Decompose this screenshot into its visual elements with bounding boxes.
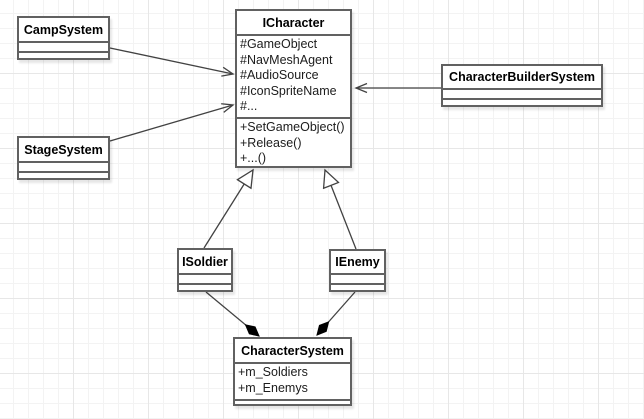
methods-compartment — [19, 51, 108, 58]
method: +Release() — [240, 135, 302, 150]
class-title: CampSystem — [23, 22, 104, 37]
attribute: #AudioSource — [240, 68, 319, 83]
class-isoldier[interactable]: ISoldier — [177, 248, 233, 292]
methods-compartment: +SetGameObject() +Release() +...() — [237, 117, 350, 166]
method: +...() — [240, 151, 267, 166]
attributes-compartment — [179, 273, 231, 283]
attributes-compartment: +m_Soldiers +m_Enemys — [235, 362, 350, 399]
edge-stagesystem-icharacter[interactable] — [109, 103, 235, 142]
methods-compartment — [19, 171, 108, 178]
methods-compartment — [235, 399, 350, 404]
attribute: #... — [240, 99, 258, 114]
methods-compartment — [179, 283, 231, 290]
edge-ienemy-composition-charactersystem[interactable] — [317, 291, 356, 335]
edge-campsystem-icharacter[interactable] — [109, 47, 235, 77]
class-characterbuildersystem[interactable]: CharacterBuilderSystem — [441, 64, 603, 107]
class-stagesystem[interactable]: StageSystem — [17, 136, 110, 180]
class-title: CharacterSystem — [241, 343, 344, 358]
method: +SetGameObject() — [240, 120, 345, 134]
class-campsystem[interactable]: CampSystem — [17, 16, 110, 60]
class-title: CharacterBuilderSystem — [449, 70, 595, 84]
edge-isoldier-composition-charactersystem[interactable] — [205, 291, 259, 336]
edge-ienemy-generalizes-icharacter[interactable] — [325, 170, 357, 250]
attributes-compartment — [331, 273, 384, 283]
attributes-compartment: #GameObject #NavMeshAgent #AudioSource #… — [237, 34, 350, 117]
methods-compartment — [443, 98, 601, 105]
attributes-compartment — [19, 161, 108, 171]
class-title: ICharacter — [262, 15, 325, 30]
class-title: StageSystem — [24, 142, 103, 157]
attribute: #IconSpriteName — [240, 83, 337, 98]
attributes-compartment — [19, 41, 108, 51]
attribute: +m_Enemys — [238, 380, 308, 395]
class-charactersystem[interactable]: CharacterSystem +m_Soldiers +m_Enemys — [233, 337, 352, 406]
attribute: #GameObject — [240, 37, 318, 51]
class-ienemy[interactable]: IEnemy — [329, 249, 386, 292]
edge-isoldier-generalizes-icharacter[interactable] — [203, 170, 253, 249]
class-title: ISoldier — [182, 254, 228, 269]
class-icharacter[interactable]: ICharacter #GameObject #NavMeshAgent #Au… — [235, 9, 352, 168]
attribute: +m_Soldiers — [238, 365, 308, 379]
methods-compartment — [331, 283, 384, 290]
attributes-compartment — [443, 88, 601, 98]
attribute: #NavMeshAgent — [240, 52, 333, 67]
class-title: IEnemy — [335, 255, 380, 269]
